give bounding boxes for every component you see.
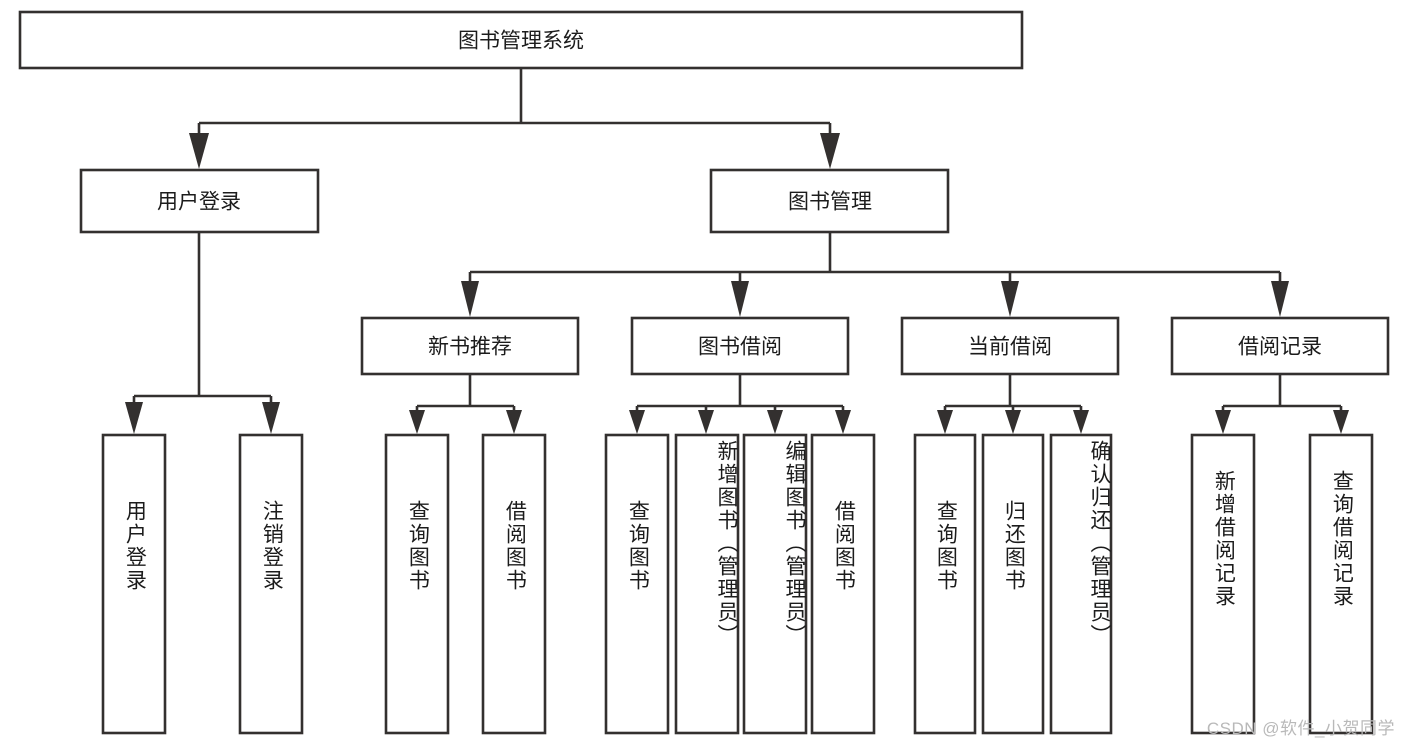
node-current-borrow-box[interactable] — [900, 316, 1120, 376]
arrow-head-current-borrow — [1001, 281, 1019, 317]
node-leaf-query-book-borrow-box[interactable] — [604, 433, 670, 735]
node-user-login-box[interactable] — [79, 168, 320, 234]
arrow-head-leaf-borrow-book-rec — [506, 410, 522, 434]
node-root-box[interactable] — [18, 10, 1024, 70]
node-book-manage-box[interactable] — [709, 168, 950, 234]
arrow-head-leaf-add-record — [1215, 410, 1231, 434]
node-book-borrow-label: 图书借阅 — [698, 336, 782, 359]
node-new-book-rec-label: 新书推荐 — [428, 336, 512, 359]
arrow-head-leaf-add-book — [698, 410, 714, 434]
arrow-head-leaf-user-login — [125, 402, 143, 434]
node-borrow-record-box[interactable] — [1170, 316, 1390, 376]
connector-group-book-manage — [461, 232, 1289, 317]
node-book-manage[interactable]: 图书管理 — [709, 168, 950, 234]
watermark-text: CSDN @软件_小贺同学 — [1206, 719, 1395, 738]
node-current-borrow-label: 当前借阅 — [968, 336, 1052, 359]
arrow-head-leaf-return-book — [1005, 410, 1021, 434]
arrow-head-leaf-edit-book — [767, 410, 783, 434]
connector-group-user-login — [125, 232, 280, 434]
node-user-login-label: 用户登录 — [157, 191, 241, 214]
arrow-head-new-book-rec — [461, 281, 479, 317]
node-leaf-query-book-cur-box[interactable] — [913, 433, 977, 735]
node-leaf-edit-book-box[interactable] — [742, 433, 808, 735]
node-borrow-record[interactable]: 借阅记录 — [1170, 316, 1390, 376]
node-new-book-rec-box[interactable] — [360, 316, 580, 376]
arrow-head-user-login — [189, 133, 209, 169]
arrow-head-leaf-query-record — [1333, 410, 1349, 434]
arrow-head-leaf-user-logout — [262, 402, 280, 434]
node-leaf-return-book-box[interactable] — [981, 433, 1045, 735]
node-root[interactable]: 图书管理系统 — [18, 10, 1024, 70]
node-leaf-add-book-box[interactable] — [674, 433, 740, 735]
node-leaf-borrow-book-box[interactable] — [810, 433, 876, 735]
node-leaf-user-login-box[interactable] — [101, 433, 167, 735]
node-book-manage-label: 图书管理 — [788, 191, 872, 214]
node-current-borrow[interactable]: 当前借阅 — [900, 316, 1120, 376]
node-leaf-confirm-return-box[interactable] — [1049, 433, 1113, 735]
leaf-boxes — [101, 433, 1374, 735]
arrow-head-leaf-confirm-return — [1073, 410, 1089, 434]
arrow-head-book-borrow — [731, 281, 749, 317]
arrow-head-book-manage — [820, 133, 840, 169]
arrow-head-leaf-borrow-book — [835, 410, 851, 434]
node-user-login[interactable]: 用户登录 — [79, 168, 320, 234]
node-leaf-user-logout-box[interactable] — [238, 433, 304, 735]
node-book-borrow[interactable]: 图书借阅 — [630, 316, 850, 376]
node-book-borrow-box[interactable] — [630, 316, 850, 376]
node-borrow-record-label: 借阅记录 — [1238, 336, 1322, 359]
node-leaf-query-record-box[interactable] — [1308, 433, 1374, 735]
connector-group-current-borrow — [937, 374, 1089, 434]
connector-group-new-book-rec — [409, 374, 522, 434]
arrow-head-leaf-query-book-cur — [937, 410, 953, 434]
connector-group-borrow-record — [1215, 374, 1349, 434]
connector-group-book-borrow — [629, 374, 851, 434]
node-new-book-rec[interactable]: 新书推荐 — [360, 316, 580, 376]
node-root-label: 图书管理系统 — [458, 30, 584, 53]
arrow-head-leaf-query-book-rec — [409, 410, 425, 434]
arrow-head-borrow-record — [1271, 281, 1289, 317]
node-leaf-borrow-book-rec-box[interactable] — [481, 433, 547, 735]
node-leaf-query-book-rec-box[interactable] — [384, 433, 450, 735]
node-leaf-add-record-box[interactable] — [1190, 433, 1256, 735]
arrow-head-leaf-query-book-borrow — [629, 410, 645, 434]
connector-group-root — [189, 68, 840, 169]
